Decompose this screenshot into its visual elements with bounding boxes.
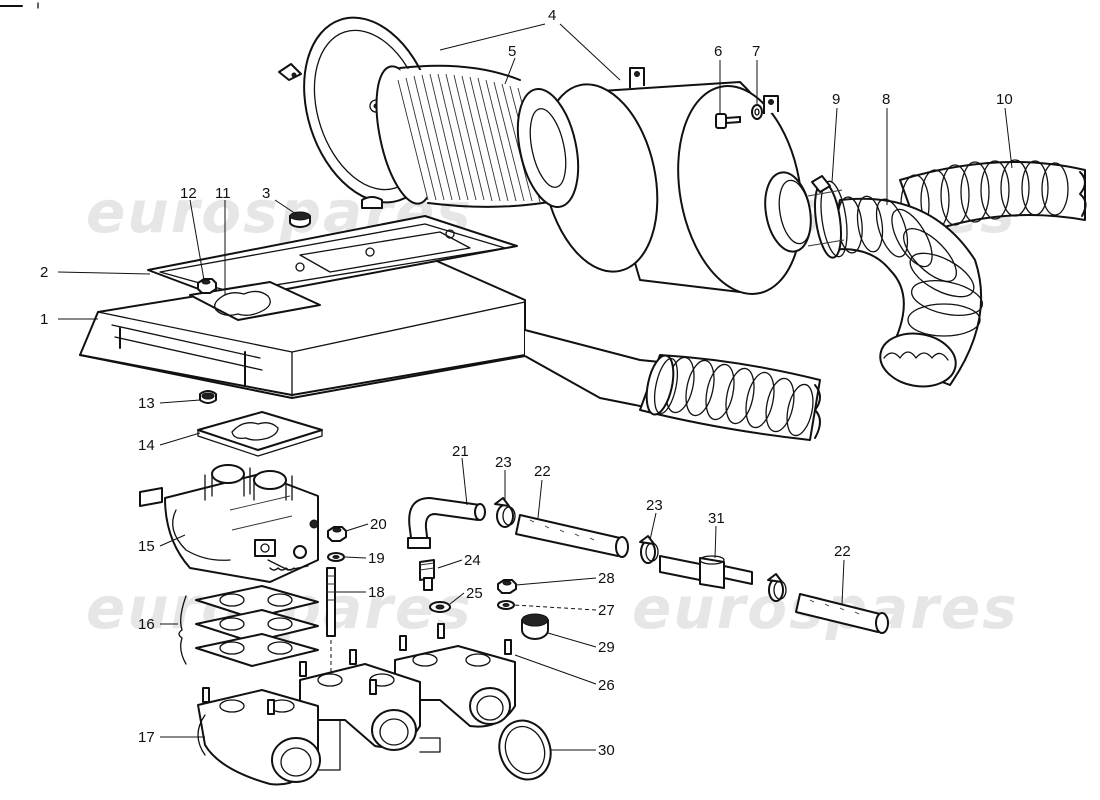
nut-12 [197, 278, 217, 294]
intake-hose-8 [829, 195, 984, 388]
callout-4: 4 [548, 7, 556, 24]
elbow-pipe-21 [407, 497, 486, 549]
union-24 [419, 559, 435, 591]
callout-26: 26 [598, 677, 615, 694]
washer-25 [429, 601, 451, 613]
hose-22-a [515, 514, 629, 558]
callout-25: 25 [466, 585, 483, 602]
air-box-1 [79, 257, 821, 441]
hose-22-b [795, 593, 889, 634]
callout-28: 28 [598, 570, 615, 587]
callout-8: 8 [882, 91, 890, 108]
gasket-stack-16 [195, 585, 319, 667]
nut-20 [327, 526, 347, 542]
hose-clamp-23-a [494, 497, 516, 528]
callout-31: 31 [708, 510, 725, 527]
intake-hose-10 [899, 159, 1087, 236]
filter-element [375, 64, 580, 208]
washer-7 [751, 104, 763, 120]
callout-22-b: 22 [834, 543, 851, 560]
callout-19: 19 [368, 550, 385, 567]
callout-27: 27 [598, 602, 615, 619]
hose-clamp-23-c [767, 573, 787, 602]
carburettor-15 [139, 464, 319, 583]
callout-12: 12 [180, 185, 197, 202]
grommet-13 [199, 390, 217, 404]
callout-13: 13 [138, 395, 155, 412]
leader-lines [57, 23, 1013, 751]
t-union-31 [659, 555, 753, 589]
callout-3: 3 [262, 185, 270, 202]
bracket-16 [178, 595, 187, 665]
callout-10: 10 [996, 91, 1013, 108]
callout-5: 5 [508, 43, 516, 60]
knurled-nut-3 [289, 211, 311, 228]
callout-23: 23 [495, 454, 512, 471]
callout-labels: 1 2 3 4 5 6 7 8 9 10 11 12 13 14 15 16 1… [40, 7, 1013, 759]
bolt-6 [715, 113, 741, 129]
callout-23-b: 23 [646, 497, 663, 514]
callout-6: 6 [714, 43, 722, 60]
callout-9: 9 [832, 91, 840, 108]
callout-22: 22 [534, 463, 551, 480]
callout-18: 18 [368, 584, 385, 601]
callout-17: 17 [138, 729, 155, 746]
callout-16: 16 [138, 616, 155, 633]
callout-29: 29 [598, 639, 615, 656]
ring-gasket-30 [498, 719, 552, 781]
callout-11: 11 [215, 185, 231, 202]
nut-28 [497, 579, 517, 594]
washer-27 [497, 600, 515, 610]
callout-20: 20 [370, 516, 387, 533]
plug-29 [521, 613, 549, 640]
callout-21: 21 [452, 443, 469, 460]
callout-2: 2 [40, 264, 48, 281]
intake-manifold-17 [197, 623, 516, 786]
callout-15: 15 [138, 538, 155, 555]
callout-7: 7 [752, 43, 760, 60]
gasket-14 [197, 411, 323, 457]
hose-clamp-9 [807, 175, 848, 259]
washer-19 [327, 552, 345, 562]
callout-24: 24 [464, 552, 481, 569]
hose-clamp-23-b [639, 535, 659, 564]
callout-14: 14 [138, 437, 155, 454]
cover-plate-2 [147, 215, 518, 321]
callout-30: 30 [598, 742, 615, 759]
callout-1: 1 [40, 311, 48, 328]
